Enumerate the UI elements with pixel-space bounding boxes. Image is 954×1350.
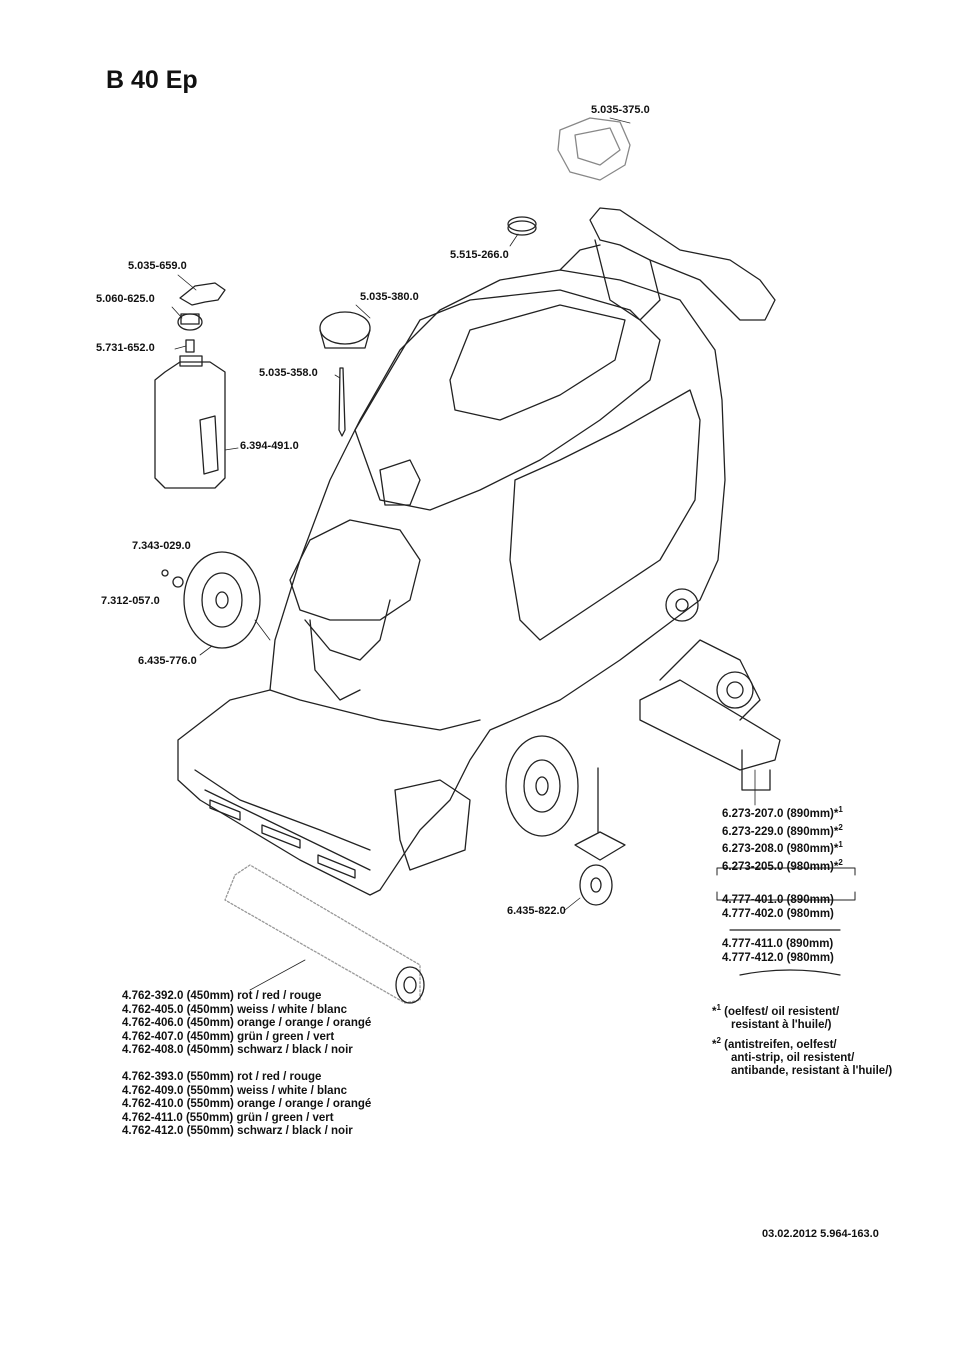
part-label-tank-cap: 5.035-380.0 <box>360 291 419 303</box>
part-label-bottle-valve: 5.731-652.0 <box>96 342 155 354</box>
squeegee-line-1: 6.273-207.0 (890mm)*1 <box>722 805 843 821</box>
squeegee-list: 6.273-207.0 (890mm)*1 6.273-229.0 (890mm… <box>722 806 843 876</box>
blade-group-2: 4.777-411.0 (890mm) 4.777-412.0 (980mm) <box>722 938 834 964</box>
footer-doc-ref: 03.02.2012 5.964-163.0 <box>762 1228 879 1240</box>
squeegee-line-4: 6.273-205.0 (980mm)*2 <box>722 857 843 873</box>
part-label-lid-filter: 5.035-375.0 <box>591 104 650 116</box>
part-label-bottle: 6.394-491.0 <box>240 440 299 452</box>
part-label-caster: 6.435-822.0 <box>507 905 566 917</box>
squeegee-line-3: 6.273-208.0 (980mm)*1 <box>722 840 843 856</box>
part-label-strainer: 5.515-266.0 <box>450 249 509 261</box>
part-label-bottle-cap-handle: 5.035-659.0 <box>128 260 187 272</box>
footnote-1: *1 (oelfest/ oil resistent/ resistant à … <box>712 1003 840 1032</box>
part-label-wheel-clip: 7.343-029.0 <box>132 540 191 552</box>
brush-list-450: 4.762-392.0 (450mm) rot / red / rouge 4.… <box>122 990 372 1056</box>
footnote-2: *2 (antistreifen, oelfest/ anti-strip, o… <box>712 1036 893 1078</box>
part-label-bottle-cap: 5.060-625.0 <box>96 293 155 305</box>
machine-body <box>177 207 781 896</box>
brush-roller-part <box>224 864 425 1004</box>
part-label-rod: 5.035-358.0 <box>259 367 318 379</box>
part-label-wheel-washer: 7.312-057.0 <box>101 595 160 607</box>
part-label-wheel: 6.435-776.0 <box>138 655 197 667</box>
strainer-part <box>507 216 537 236</box>
tank-cap-part <box>319 311 371 349</box>
bottle-assembly <box>154 282 226 489</box>
squeegee-line-2: 6.273-229.0 (890mm)*2 <box>722 822 843 838</box>
brush-list-550: 4.762-393.0 (550mm) rot / red / rouge 4.… <box>122 1071 372 1137</box>
caster-part <box>574 767 626 906</box>
page-title: B 40 Ep <box>106 66 198 94</box>
lid-filter-part <box>557 117 631 181</box>
side-wheel-part <box>161 551 261 649</box>
blade-group-1: 4.777-401.0 (890mm) 4.777-402.0 (980mm) <box>722 894 834 920</box>
